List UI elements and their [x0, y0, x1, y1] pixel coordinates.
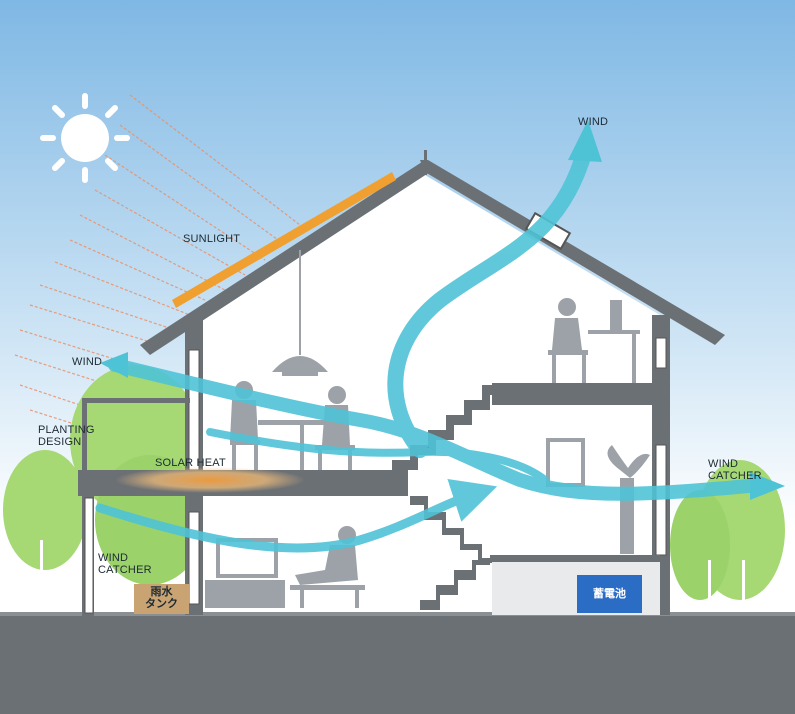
battery-unit [577, 575, 642, 613]
label-solar-heat: SOLAR HEAT [155, 457, 226, 469]
sun-icon [40, 93, 130, 183]
wind-arrow-head-left [100, 352, 128, 378]
label-wind-top: WIND [578, 116, 609, 128]
label-sunlight: SUNLIGHT [183, 233, 241, 245]
wind-arrows [95, 142, 767, 553]
ground [0, 615, 795, 714]
sunlight-rays [14, 94, 301, 463]
label-battery: 蓄電池 [593, 587, 626, 600]
label-wind-left: WIND [72, 356, 103, 368]
wind-arrow-head-right [750, 472, 785, 500]
label-planting-design: PLANTING DESIGN [38, 424, 95, 448]
label-wind-catcher-right: WIND CATCHER [708, 458, 762, 482]
roof [140, 150, 725, 355]
label-rainwater-tank: 雨水 タンク [145, 585, 178, 610]
solar-heat-glow [115, 467, 305, 493]
left-window [84, 497, 94, 614]
house-interior [190, 175, 660, 615]
wind-arrow-head-top [568, 120, 602, 162]
label-wind-catcher-left: WIND CATCHER [98, 552, 152, 576]
solar-panel [172, 172, 396, 308]
rainwater-tank [134, 584, 189, 614]
